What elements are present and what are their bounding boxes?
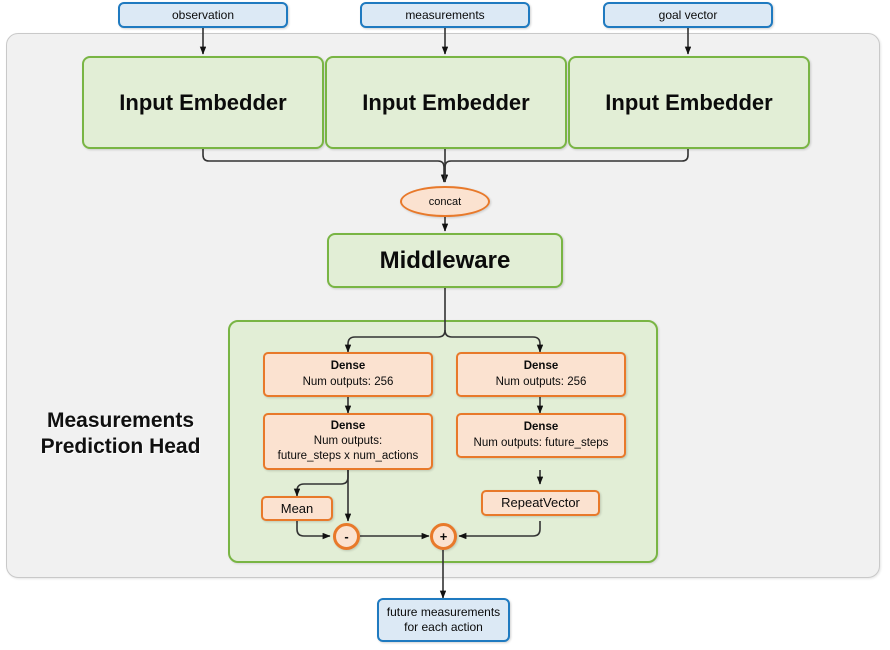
output-future-measurements[interactable]: future measurements for each action: [377, 598, 510, 642]
input-measurements-label: measurements: [405, 7, 485, 22]
input-observation[interactable]: observation: [118, 2, 288, 28]
input-embedder-measurements-label: Input Embedder: [362, 89, 530, 115]
left-dense-fsna-detail-line1: Num outputs:: [313, 434, 383, 447]
repeat-vector-node[interactable]: RepeatVector: [481, 490, 600, 516]
right-dense-256-detail: Num outputs: 256: [495, 375, 587, 388]
middleware-label: Middleware: [379, 246, 511, 274]
repeat-vector-label: RepeatVector: [501, 495, 580, 511]
input-goal-vector-label: goal vector: [658, 7, 718, 22]
add-operator-label: +: [439, 529, 448, 544]
right-dense-256-title: Dense: [523, 360, 559, 373]
right-dense-future-steps[interactable]: Dense Num outputs: future_steps: [456, 413, 626, 458]
mean-label: Mean: [280, 500, 314, 516]
right-dense-256[interactable]: Dense Num outputs: 256: [456, 352, 626, 397]
input-goal-vector[interactable]: goal vector: [603, 2, 773, 28]
left-dense-256[interactable]: Dense Num outputs: 256: [263, 352, 433, 397]
mean-node[interactable]: Mean: [261, 496, 333, 521]
concat-node[interactable]: concat: [400, 186, 490, 217]
right-dense-fs-detail: Num outputs: future_steps: [473, 436, 609, 449]
add-operator[interactable]: +: [430, 523, 457, 550]
subtract-operator[interactable]: -: [333, 523, 360, 550]
left-dense-256-title: Dense: [330, 360, 366, 373]
left-dense-256-detail: Num outputs: 256: [302, 375, 394, 388]
input-embedder-goal-vector-label: Input Embedder: [605, 89, 773, 115]
head-label-line2: Prediction Head: [40, 435, 201, 459]
left-dense-future-steps-num-actions[interactable]: Dense Num outputs: future_steps x num_ac…: [263, 413, 433, 470]
input-observation-label: observation: [171, 7, 235, 22]
concat-label: concat: [428, 195, 462, 208]
output-line2: for each action: [404, 620, 483, 634]
input-embedder-measurements[interactable]: Input Embedder: [325, 56, 567, 149]
head-label-line1: Measurements: [46, 409, 195, 432]
middleware-block[interactable]: Middleware: [327, 233, 563, 288]
output-line1: future measurements: [386, 605, 501, 619]
measurements-prediction-head-label: Measurements Prediction Head: [18, 408, 223, 460]
subtract-operator-label: -: [344, 529, 349, 544]
input-embedder-observation-label: Input Embedder: [119, 89, 287, 115]
left-dense-fsna-detail-line2: future_steps x num_actions: [277, 450, 419, 463]
left-dense-fsna-title: Dense: [330, 419, 366, 432]
input-embedder-observation[interactable]: Input Embedder: [82, 56, 324, 149]
input-embedder-goal-vector[interactable]: Input Embedder: [568, 56, 810, 149]
right-dense-fs-title: Dense: [523, 421, 559, 434]
input-measurements[interactable]: measurements: [360, 2, 530, 28]
